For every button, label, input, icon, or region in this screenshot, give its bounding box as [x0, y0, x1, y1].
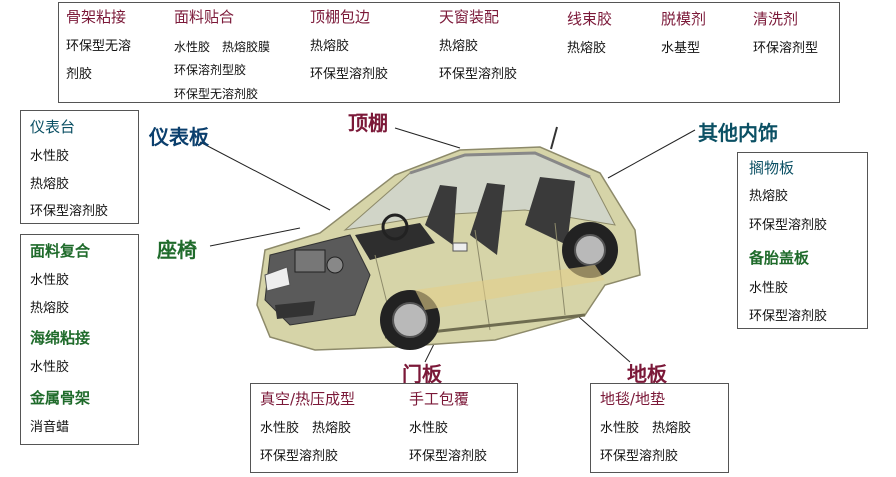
col-item: 环保型溶剂胶 [439, 67, 518, 82]
callout-dashboard: 仪表板 [149, 125, 209, 149]
other-item: 水性胶 [749, 281, 789, 296]
floor-box: 地毯/地垫 水性胶 热熔胶 环保型溶剂胶 [590, 383, 729, 473]
seat-item: 水性胶 [30, 273, 70, 288]
seat-item: 消音蜡 [30, 420, 70, 435]
fabric-composite-title: 面料复合 [30, 242, 91, 260]
rear-rim [574, 234, 606, 266]
col-title-wire-harness: 线束胶 [567, 10, 613, 28]
col-item: 热熔胶 [310, 39, 350, 54]
col-title-sunroof-assembly: 天窗装配 [439, 8, 500, 26]
seat-item: 热熔胶 [30, 301, 70, 316]
seat-item: 水性胶 [30, 360, 70, 375]
engine-bay [264, 234, 371, 326]
grille [275, 301, 315, 319]
col-title-frame-bonding: 骨架粘接 [66, 8, 127, 26]
rear-seat [525, 177, 575, 245]
callout-door-panel: 门板 [402, 362, 442, 386]
seat-box: 面料复合 水性胶 热熔胶 海绵粘接 水性胶 金属骨架 消音蜡 [20, 234, 139, 445]
car-illustration [256, 126, 641, 351]
carpet-mat-title: 地毯/地垫 [600, 390, 666, 408]
callout-seat: 座椅 [157, 238, 197, 262]
col-item: 水基型 [661, 41, 701, 56]
door-item: 环保型溶剂胶 [260, 449, 339, 464]
seat-base [452, 242, 468, 252]
col-title-fabric-lamination: 面料贴合 [174, 8, 235, 26]
other-item: 环保型溶剂胶 [749, 218, 828, 233]
callout-headliner: 顶棚 [348, 111, 388, 135]
door-item: 水性胶 热熔胶 [260, 421, 352, 436]
instrument-panel-item: 环保型溶剂胶 [30, 204, 109, 219]
door-panel-box: 真空/热压成型 水性胶 热熔胶 环保型溶剂胶 手工包覆 水性胶 环保型溶剂胶 [250, 383, 518, 473]
col-item: 环保溶剂型胶 [174, 63, 247, 77]
col-item: 剂胶 [66, 67, 93, 82]
door-item: 环保型溶剂胶 [409, 449, 488, 464]
engine-block [294, 249, 326, 273]
roof-rail [409, 151, 591, 179]
sponge-bonding-title: 海绵粘接 [30, 329, 91, 347]
engine-part [326, 256, 344, 274]
front-rim [392, 302, 428, 338]
leader-other-interior [607, 129, 696, 179]
other-interior-box: 搁物板 热熔胶 环保型溶剂胶 备胎盖板 水性胶 环保型溶剂胶 [737, 152, 868, 329]
floor-carpet [415, 265, 605, 310]
floor-item: 水性胶 热熔胶 [600, 421, 692, 436]
steering-wheel [381, 213, 409, 241]
leader-headliner [394, 127, 461, 149]
col-title-headliner-edging: 顶棚包边 [310, 8, 371, 26]
hand-wrapping-title: 手工包覆 [409, 390, 470, 408]
instrument-panel-title: 仪表台 [30, 118, 76, 136]
col-item: 环保型无溶剂胶 [174, 87, 259, 101]
other-item: 环保型溶剂胶 [749, 309, 828, 324]
instrument-panel-box: 仪表台 水性胶 热熔胶 环保型溶剂胶 [20, 110, 139, 224]
door-item: 水性胶 [409, 421, 449, 436]
headlight [264, 266, 291, 292]
front-seat-right [470, 183, 505, 255]
vacuum-forming-title: 真空/热压成型 [260, 390, 356, 408]
col-item: 热熔胶 [567, 41, 607, 56]
callout-floor: 地板 [627, 362, 667, 386]
col-title-cleaner: 清洗剂 [753, 10, 799, 28]
instrument-panel-item: 水性胶 [30, 149, 70, 164]
front-seat-left [425, 185, 457, 245]
instrument-panel-item: 热熔胶 [30, 177, 70, 192]
col-title-release-agent: 脱模剂 [661, 10, 707, 28]
col-item: 环保型无溶 [66, 39, 132, 54]
col-item: 环保型溶剂胶 [310, 67, 389, 82]
leader-seat [209, 227, 301, 247]
top-application-panel: 骨架粘接 环保型无溶 剂胶 面料贴合 水性胶 热熔胶膜 环保溶剂型胶 环保型无溶… [58, 2, 840, 103]
col-item: 水性胶 热熔胶膜 [174, 40, 271, 54]
col-item: 环保溶剂型 [753, 41, 819, 56]
parcel-shelf-title: 搁物板 [749, 159, 795, 177]
callout-other-interior: 其他内饰 [698, 121, 778, 145]
antenna [550, 126, 558, 150]
floor-item: 环保型溶剂胶 [600, 449, 679, 464]
metal-frame-title: 金属骨架 [30, 389, 91, 407]
col-item: 热熔胶 [439, 39, 479, 54]
leader-dashboard [199, 141, 331, 211]
other-item: 热熔胶 [749, 189, 789, 204]
dashboard-shape [355, 223, 435, 260]
spare-tire-cover-title: 备胎盖板 [749, 249, 810, 267]
